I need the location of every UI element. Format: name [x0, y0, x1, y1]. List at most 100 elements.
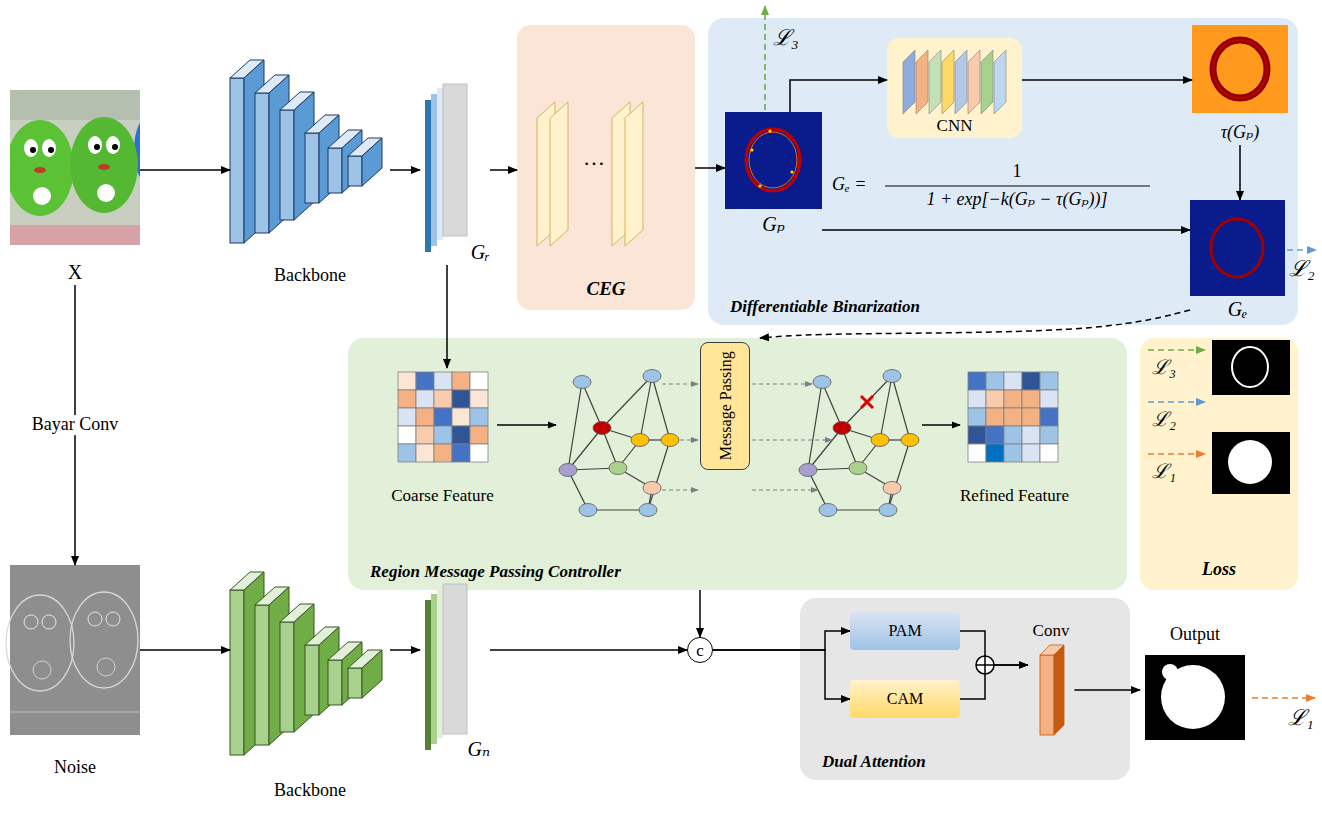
attention-panel: Dual AttentionPAMCAMConv [800, 598, 1130, 780]
loss-arrow [765, 6, 1316, 698]
graph-figure [752, 439, 832, 440]
input-photo [10, 90, 140, 245]
node-label: Output [1170, 625, 1220, 645]
panel-fill [887, 38, 1022, 138]
backbone-network: Backbone [230, 58, 390, 288]
graph-figure [652, 376, 670, 440]
connector-arrow [822, 229, 1190, 231]
feature-grid [434, 408, 452, 426]
formula-text: 1 + exp[−k(Gₚ − τ(Gₚ))] [926, 190, 1107, 210]
cnn-layers [981, 50, 993, 114]
backbone-shape [230, 60, 382, 755]
output-mask: Output [1140, 625, 1250, 745]
node-label: PAM [888, 623, 921, 639]
cnn-block: CNN [887, 38, 1022, 138]
mask-image [1145, 340, 1290, 740]
noise-image [97, 658, 115, 676]
graph-figure [643, 370, 661, 383]
graph-figure [609, 462, 627, 475]
node-label: Gₚ [762, 213, 784, 235]
connector-layer [75, 80, 1240, 699]
node-label: Backbone [274, 266, 346, 286]
mask-image [1161, 665, 1225, 729]
panel-fill [708, 18, 1298, 325]
feature-plates [437, 88, 443, 240]
noise-image [70, 592, 138, 688]
feature-plates [431, 594, 437, 744]
connector-arrow [1022, 79, 1192, 81]
feature-grid [416, 444, 434, 462]
panel-title: Region Message Passing Controller [370, 563, 621, 582]
feature-grid [1040, 426, 1058, 444]
loss-label: ℒ₁ [1288, 706, 1314, 730]
connector-arrow [713, 631, 850, 650]
cnn-layers [955, 50, 967, 114]
map-image [725, 112, 822, 209]
feature-grid [968, 426, 986, 444]
input-photo [10, 120, 74, 216]
feature-plates [437, 588, 443, 738]
feature-grid [470, 390, 488, 408]
feature-grid [968, 390, 986, 408]
noise-image [6, 565, 140, 735]
feature-grid [986, 444, 1004, 462]
feature-grid [986, 372, 1004, 390]
graph-figure [752, 489, 818, 490]
node-label: Gₑ [1228, 298, 1248, 320]
graph-figure [640, 376, 652, 440]
feature-grid [1022, 444, 1040, 462]
sum-symbol [976, 656, 994, 674]
feature-grid [434, 444, 452, 462]
loss-arrow [1148, 401, 1205, 403]
panel-fill [1140, 338, 1298, 590]
node-label: Coarse Feature [391, 487, 493, 506]
feature-grid [398, 444, 416, 462]
connector-arrow [1074, 689, 1140, 691]
feature-grid [1040, 444, 1058, 462]
graph-figure [602, 376, 652, 428]
threshold-map: τ(Gₚ) [1192, 25, 1288, 145]
cnn-layers [942, 50, 954, 114]
feature-grid [1040, 372, 1058, 390]
conv-shape [1040, 645, 1064, 735]
map-image [750, 148, 753, 151]
node-label: c [696, 642, 704, 659]
noise-image [10, 712, 140, 713]
feature-plates [425, 100, 431, 252]
node-label: Gₙ [467, 738, 490, 760]
feature-grid [986, 390, 1004, 408]
feature-grid [1022, 426, 1040, 444]
attention-box: CAM [850, 680, 960, 718]
cnn-layers [968, 50, 980, 114]
noise-image [106, 612, 120, 626]
panel-fill [517, 25, 695, 310]
feature-grid: Refined Feature [955, 368, 1074, 508]
input-photo [30, 147, 36, 153]
feature-grid [1022, 390, 1040, 408]
feature-grid [1022, 372, 1040, 390]
input-photo [42, 139, 56, 157]
graph-figure [568, 376, 670, 510]
mask-image [1145, 655, 1245, 740]
graph-figure [579, 504, 597, 517]
panel-title: CEG [586, 279, 625, 300]
feature-map: Gᵣ [420, 80, 490, 265]
edge-label: Bayar Conv [29, 415, 121, 435]
node-label: Noise [54, 758, 96, 778]
feature-grid [968, 372, 986, 390]
feature-grid [452, 408, 470, 426]
mask-image [1162, 664, 1178, 680]
node-label: CAM [887, 691, 923, 707]
feature-grid [1022, 408, 1040, 426]
map-image [768, 129, 771, 132]
loss-label: ℒ₂ [1152, 408, 1176, 430]
panel-title: Dual Attention [822, 753, 926, 772]
feature-grid [398, 426, 416, 444]
input-photo [106, 136, 120, 154]
feature-grid [968, 372, 1058, 462]
cnn-layers [916, 50, 928, 114]
formula-text: Gₑ = [832, 175, 866, 195]
feature-grid [968, 444, 986, 462]
feature-grid [1004, 426, 1022, 444]
